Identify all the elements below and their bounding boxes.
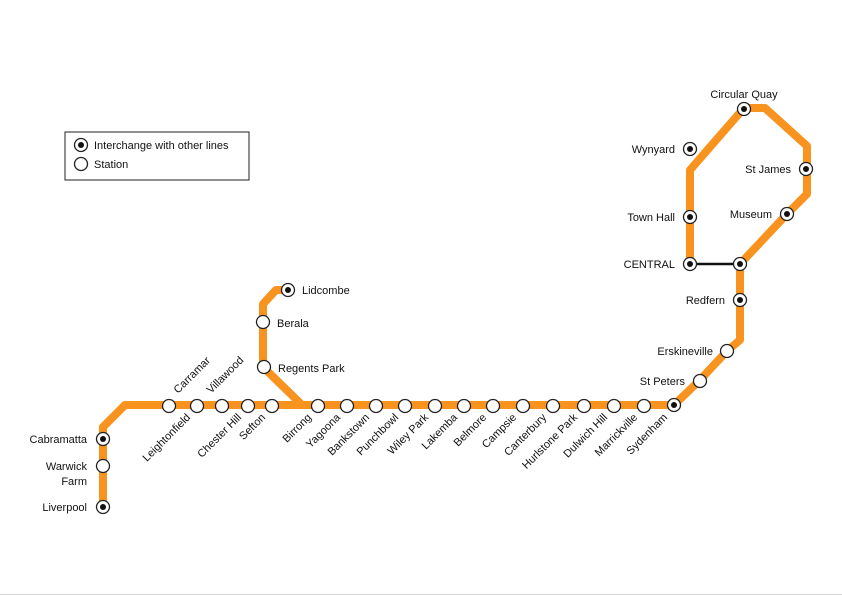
- station-liverpool[interactable]: Liverpool: [42, 499, 111, 515]
- station-label: Lidcombe: [302, 285, 350, 297]
- station-regents-park[interactable]: Regents Park: [256, 359, 346, 376]
- station-central-loop[interactable]: [732, 256, 748, 272]
- legend-station: Station: [73, 156, 128, 172]
- station-symbol-icon: [73, 156, 89, 172]
- station-town-hall[interactable]: Town Hall: [627, 209, 698, 225]
- station-redfern[interactable]: Redfern: [686, 292, 748, 308]
- station-berala[interactable]: Berala: [255, 314, 310, 331]
- station-cabramatta[interactable]: Cabramatta: [30, 431, 111, 447]
- legend-station-label: Station: [94, 159, 128, 171]
- station-label: Regents Park: [278, 363, 345, 375]
- station-central[interactable]: CENTRAL: [624, 256, 698, 272]
- station-label: Leightonfield: [141, 412, 194, 465]
- station-st-james[interactable]: St James: [745, 161, 814, 177]
- station-circular-quay[interactable]: Circular Quay: [710, 89, 778, 117]
- station-label: Erskineville: [657, 346, 713, 358]
- station-label: Town Hall: [627, 212, 675, 224]
- station-label: Sefton: [237, 412, 268, 443]
- legend-interchange: Interchange with other lines: [73, 137, 229, 153]
- station-label: Circular Quay: [710, 89, 778, 101]
- station-label: Farm: [61, 476, 87, 488]
- track-lidcombe-branch: [259, 286, 306, 409]
- station-warwick-farm[interactable]: Warwick Farm: [46, 458, 111, 489]
- station-label: Museum: [730, 209, 772, 221]
- station-label: Chester Hill: [195, 412, 244, 461]
- station-museum[interactable]: Museum: [730, 206, 795, 222]
- station-label: Warwick: [46, 461, 88, 473]
- station-label: Redfern: [686, 295, 725, 307]
- station-label: CENTRAL: [624, 259, 675, 271]
- station-label: Berala: [277, 318, 310, 330]
- station-label: Villawood: [205, 354, 247, 396]
- station-label: Wynyard: [632, 144, 675, 156]
- station-lidcombe[interactable]: Lidcombe: [280, 282, 350, 298]
- station-label: Cabramatta: [30, 434, 88, 446]
- station-st-peters[interactable]: St Peters: [640, 373, 708, 389]
- station-erskineville[interactable]: Erskineville: [657, 343, 735, 359]
- legend-box: [64, 131, 250, 181]
- station-label: St Peters: [640, 376, 686, 388]
- legend: Interchange with other lines Station: [64, 131, 250, 181]
- station-label: Liverpool: [42, 502, 87, 514]
- station-wynyard[interactable]: Wynyard: [632, 141, 698, 157]
- station-label: St James: [745, 164, 791, 176]
- legend-interchange-label: Interchange with other lines: [94, 140, 229, 152]
